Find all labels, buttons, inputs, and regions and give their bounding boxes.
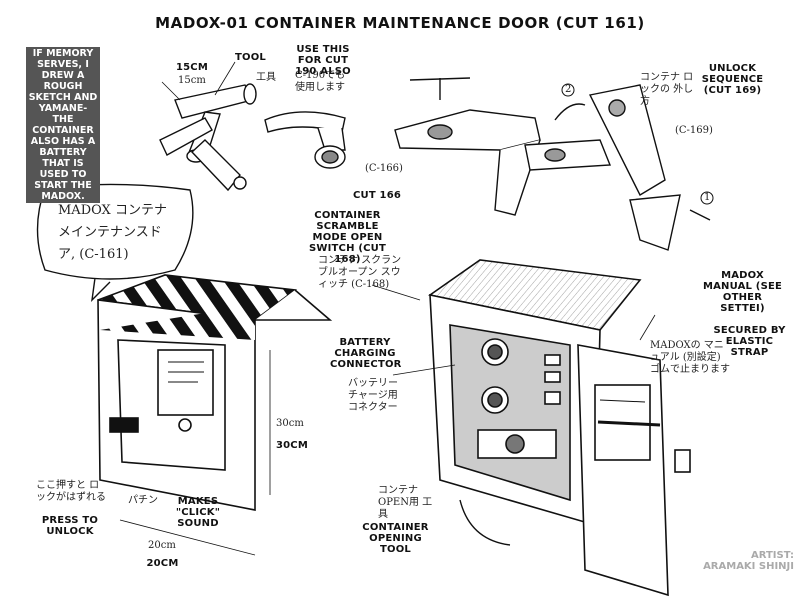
label-battery-jp: バッテリー チャージ用 コネクター	[348, 378, 398, 413]
label-step-2: 2	[565, 84, 572, 95]
label-battery-connector: BATTERY CHARGING CONNECTOR	[330, 337, 402, 370]
speech-bubble-text: MADOX コンテナ メインテナンスドア, (C-161)	[58, 203, 167, 262]
label-opening-tool: CONTAINER OPENING TOOL	[362, 522, 429, 555]
label-manual-jp: MADOXの マニュアル (別設定) ゴムで止まります	[650, 340, 730, 375]
label-height: 30CM	[275, 440, 308, 451]
label-use-this-for-jp: C-190でも 使用します	[295, 70, 346, 93]
label-step-1: 1	[704, 192, 711, 203]
unlock-sequence-sketch	[524, 83, 714, 251]
label-unlock-jp: コンテナ ロックの 外し方	[640, 72, 694, 107]
label-use-this-for: USE THIS FOR CUT 190 ALSO	[295, 44, 351, 77]
label-secured-strap: SECURED BY ELASTIC STRAP	[713, 325, 786, 358]
page-title: MADOX-01 CONTAINER MAINTENANCE DOOR (CUT…	[155, 14, 645, 32]
label-tool-size-jp: 15cm	[178, 75, 206, 86]
label-click-sound: MAKES "CLICK" SOUND	[175, 496, 221, 529]
label-unlock-sequence: UNLOCK SEQUENCE (CUT 169)	[701, 63, 764, 96]
closed-container-sketch	[97, 274, 333, 556]
tool-sketch-2	[264, 111, 346, 169]
leader-lines	[371, 284, 656, 376]
label-width-jp: 20cm	[148, 540, 176, 551]
open-container-sketch	[428, 259, 691, 597]
label-scramble-switch: CONTAINER SCRAMBLE MODE OPEN SWITCH (CUT…	[308, 210, 386, 265]
artist-credit-role: ARTIST:	[750, 550, 794, 561]
artist-credit: ARTIST: ARAMAKI SHINJI	[703, 550, 794, 572]
panel-c166-sketch	[394, 77, 541, 216]
label-c169: (C-169)	[675, 125, 713, 136]
label-scramble-jp: コンテナ スクランブルオープン スウィッチ (C-168)	[318, 255, 402, 290]
label-tool-jp: 工具	[256, 72, 276, 83]
artist-credit-name: ARAMAKI SHINJI	[703, 561, 794, 572]
label-cut166: CUT 166	[352, 190, 402, 201]
speech-bubble	[36, 183, 194, 302]
label-madox-manual: MADOX MANUAL (SEE OTHER SETTEI)	[702, 270, 783, 314]
label-press-unlock: PRESS TO UNLOCK	[41, 515, 99, 537]
label-c166: (C-166)	[365, 163, 403, 174]
sidebar-note-2: THE CONTAINER ALSO HAS A BATTERY THAT IS…	[26, 113, 100, 203]
label-opening-tool-jp: コンテナ OPEN用 工具	[378, 485, 433, 520]
label-tool-size: 15CM	[175, 62, 208, 73]
label-height-jp: 30cm	[276, 418, 304, 429]
tool-sketch	[159, 61, 257, 192]
label-press-jp: ここ押すと ロックがはずれる	[36, 480, 106, 503]
label-tool: TOOL	[235, 52, 266, 63]
label-click-jp: パチン	[128, 495, 158, 506]
label-width: 20CM	[146, 558, 179, 569]
